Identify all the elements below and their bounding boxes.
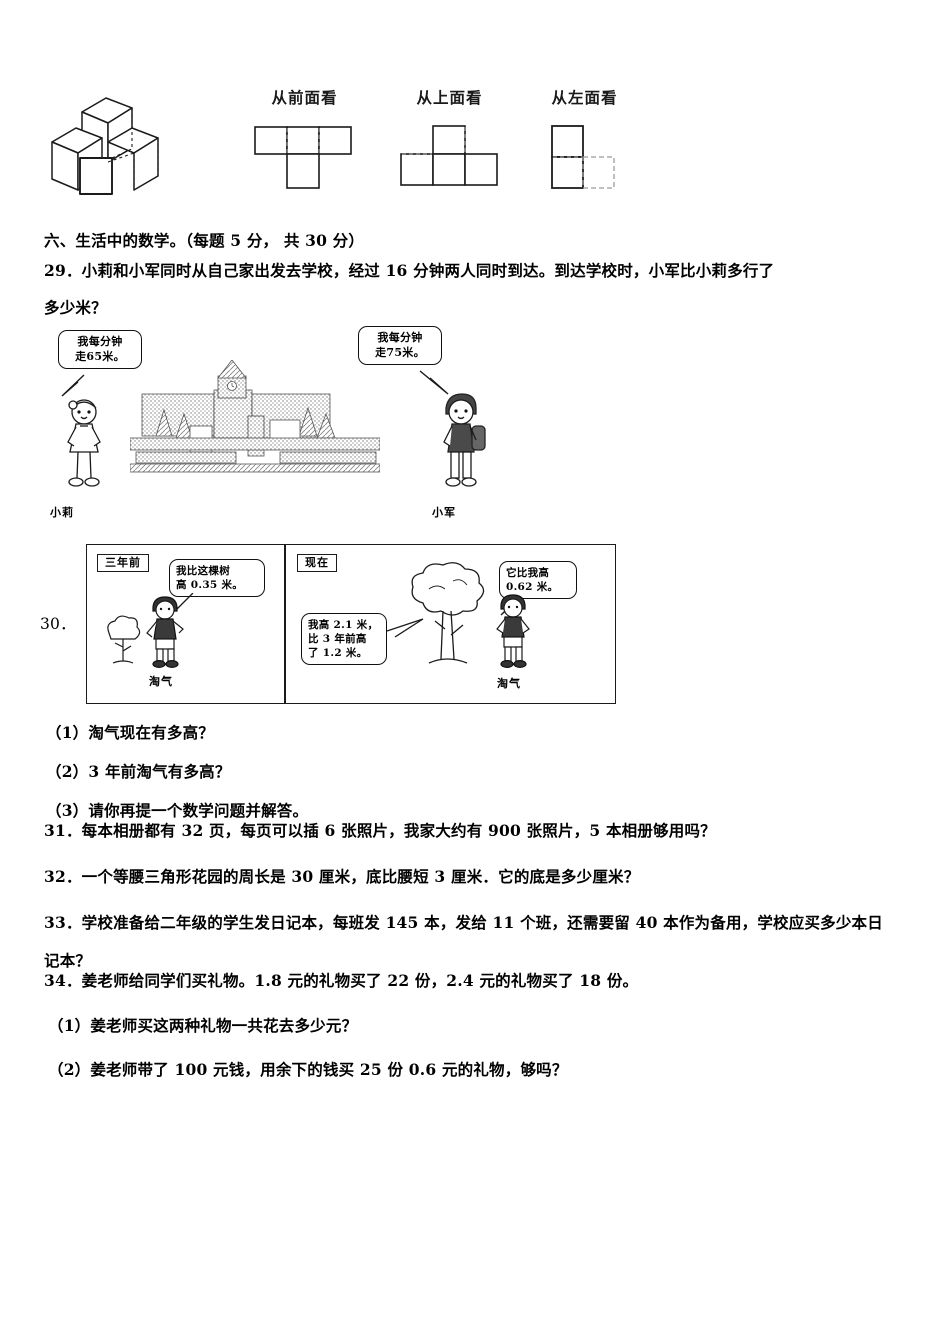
- bubble-xiaojun-line1: 我每分钟: [377, 331, 423, 344]
- label-taoqi-now: 淘气: [497, 677, 521, 690]
- bubble-now-left-line2: 比 3 年前高: [308, 633, 367, 646]
- view-top-shape: [362, 122, 537, 196]
- view-left-shape: [497, 122, 672, 196]
- comic-divider: [284, 545, 286, 703]
- question-34: 34．姜老师给同学们买礼物。1.8 元的礼物买了 22 份，2.4 元的礼物买了…: [44, 968, 924, 1101]
- view-top-label: 从上面看: [416, 88, 483, 107]
- view-left-label: 从左面看: [551, 88, 618, 107]
- label-xiaoli: 小莉: [50, 506, 74, 519]
- question-33: 33．学校准备给二年级的学生发日记本，每班发 145 本，发给 11 个班，还需…: [44, 910, 924, 973]
- figure-taoqi-before: [146, 596, 184, 668]
- figure-xiaoli: [67, 399, 101, 487]
- question-31: 31．每本相册都有 32 页，每页可以插 6 张照片，我家大约有 900 张照片…: [44, 818, 924, 843]
- question-33-number: 33．: [44, 913, 82, 933]
- question-33-text-cont: 记本？: [44, 951, 92, 971]
- question-29: 29．小莉和小军同时从自己家出发去学校，经过 16 分钟两人同时到达。到达学校时…: [44, 258, 920, 320]
- bubble-now-left: 我高 2.1 米， 比 3 年前高 了 1.2 米。: [301, 613, 387, 666]
- cube-solid-figure: [46, 90, 176, 205]
- question-29-number: 29．: [44, 261, 82, 280]
- question-32: 32．一个等腰三角形花园的周长是 30 厘米，底比腰短 3 厘米．它的底是多少厘…: [44, 864, 924, 889]
- question-34-main: 34．姜老师给同学们买礼物。1.8 元的礼物买了 22 份，2.4 元的礼物买了…: [44, 968, 924, 993]
- question-30-comic: 三年前 我比这棵树 高 0.35 米。: [86, 544, 616, 704]
- view-front-shape: [217, 122, 392, 196]
- bubble-now-left-line1: 我高 2.1 米，: [308, 619, 379, 631]
- label-taoqi-before: 淘气: [149, 675, 173, 688]
- view-front: 从前面看: [217, 86, 392, 196]
- illustration-school-walk: 我每分钟 走65米。 我每分钟 走75米。: [44, 326, 494, 531]
- subquestion-1: （1）淘气现在有多高？: [46, 723, 214, 742]
- panel-tag-now: 现在: [297, 554, 337, 573]
- bubble-xiaoli-line2: 走65米。: [75, 349, 125, 363]
- bubble-xiaoli: 我每分钟 走65米。: [58, 330, 142, 370]
- bubble-now-left-tail: [386, 618, 424, 638]
- big-tree-icon: [411, 562, 485, 664]
- question-32-text: 一个等腰三角形花园的周长是 30 厘米，底比腰短 3 厘米．它的底是多少厘米？: [81, 867, 640, 887]
- label-xiaojun: 小军: [432, 506, 456, 519]
- panel-tag-before: 三年前: [97, 554, 149, 573]
- small-tree-icon: [107, 615, 141, 664]
- bubble-now-right: 它比我高 0.62 米。: [499, 561, 577, 600]
- view-top: 从上面看: [362, 86, 537, 196]
- figure-xiaojun: [443, 393, 486, 487]
- question-31-number: 31．: [44, 821, 82, 840]
- subquestion-2: （2）3 年前淘气有多高？: [46, 762, 231, 782]
- question-34-sub-1: （1）姜老师买这两种礼物一共花去多少元？: [48, 1016, 358, 1036]
- bubble-now-right-line1: 它比我高: [506, 567, 550, 579]
- question-29-text: 小莉和小军同时从自己家出发去学校，经过 16 分钟两人同时到达。到达学校时，小军…: [81, 261, 775, 280]
- solid-and-views-row: 从前面看 从上面看: [42, 86, 908, 216]
- bubble-before-line1: 我比这棵树: [176, 565, 230, 577]
- school-building-illustration: [130, 360, 380, 473]
- bubble-xiaojun-line2: 走75米。: [375, 345, 425, 359]
- bubble-xiaojun: 我每分钟 走75米。: [358, 326, 442, 366]
- figure-taoqi-now: [496, 594, 530, 668]
- question-34-text: 姜老师给同学们买礼物。1.8 元的礼物买了 22 份，2.4 元的礼物买了 18…: [81, 971, 639, 990]
- view-front-label: 从前面看: [271, 88, 338, 107]
- bubble-xiaoli-tail: [61, 374, 85, 397]
- question-30-subquestions: （1）淘气现在有多高？ （2）3 年前淘气有多高？ （3）请你再提一个数学问题并…: [46, 720, 646, 837]
- bubble-before-line2: 高 0.35 米。: [176, 579, 244, 592]
- section-heading: 六、生活中的数学。（每题 5 分， 共 30 分）: [44, 231, 365, 250]
- subquestion-3: （3）请你再提一个数学问题并解答。: [46, 801, 309, 821]
- question-33-text: 学校准备给二年级的学生发日记本，每班发 145 本，发给 11 个班，还需要留 …: [81, 913, 883, 933]
- bubble-now-right-line2: 0.62 米。: [506, 581, 559, 594]
- question-31-text: 每本相册都有 32 页，每页可以插 6 张照片，我家大约有 900 张照片，5 …: [81, 821, 716, 840]
- question-list: 31．每本相册都有 32 页，每页可以插 6 张照片，我家大约有 900 张照片…: [44, 818, 924, 994]
- bubble-xiaoli-line1: 我每分钟: [77, 335, 123, 348]
- question-32-number: 32．: [44, 867, 82, 887]
- bubble-xiaojun-tail: [419, 370, 449, 395]
- question-34-number: 34．: [44, 971, 82, 990]
- bubble-now-left-line3: 了 1.2 米。: [308, 647, 368, 660]
- bubble-before: 我比这棵树 高 0.35 米。: [169, 559, 265, 598]
- question-34-sub-2: （2）姜老师带了 100 元钱，用余下的钱买 25 份 0.6 元的礼物，够吗？: [48, 1060, 568, 1080]
- question-30-number: 30．: [40, 615, 76, 633]
- view-left: 从左面看: [497, 86, 672, 196]
- question-29-text-line2: 多少米？: [44, 298, 107, 318]
